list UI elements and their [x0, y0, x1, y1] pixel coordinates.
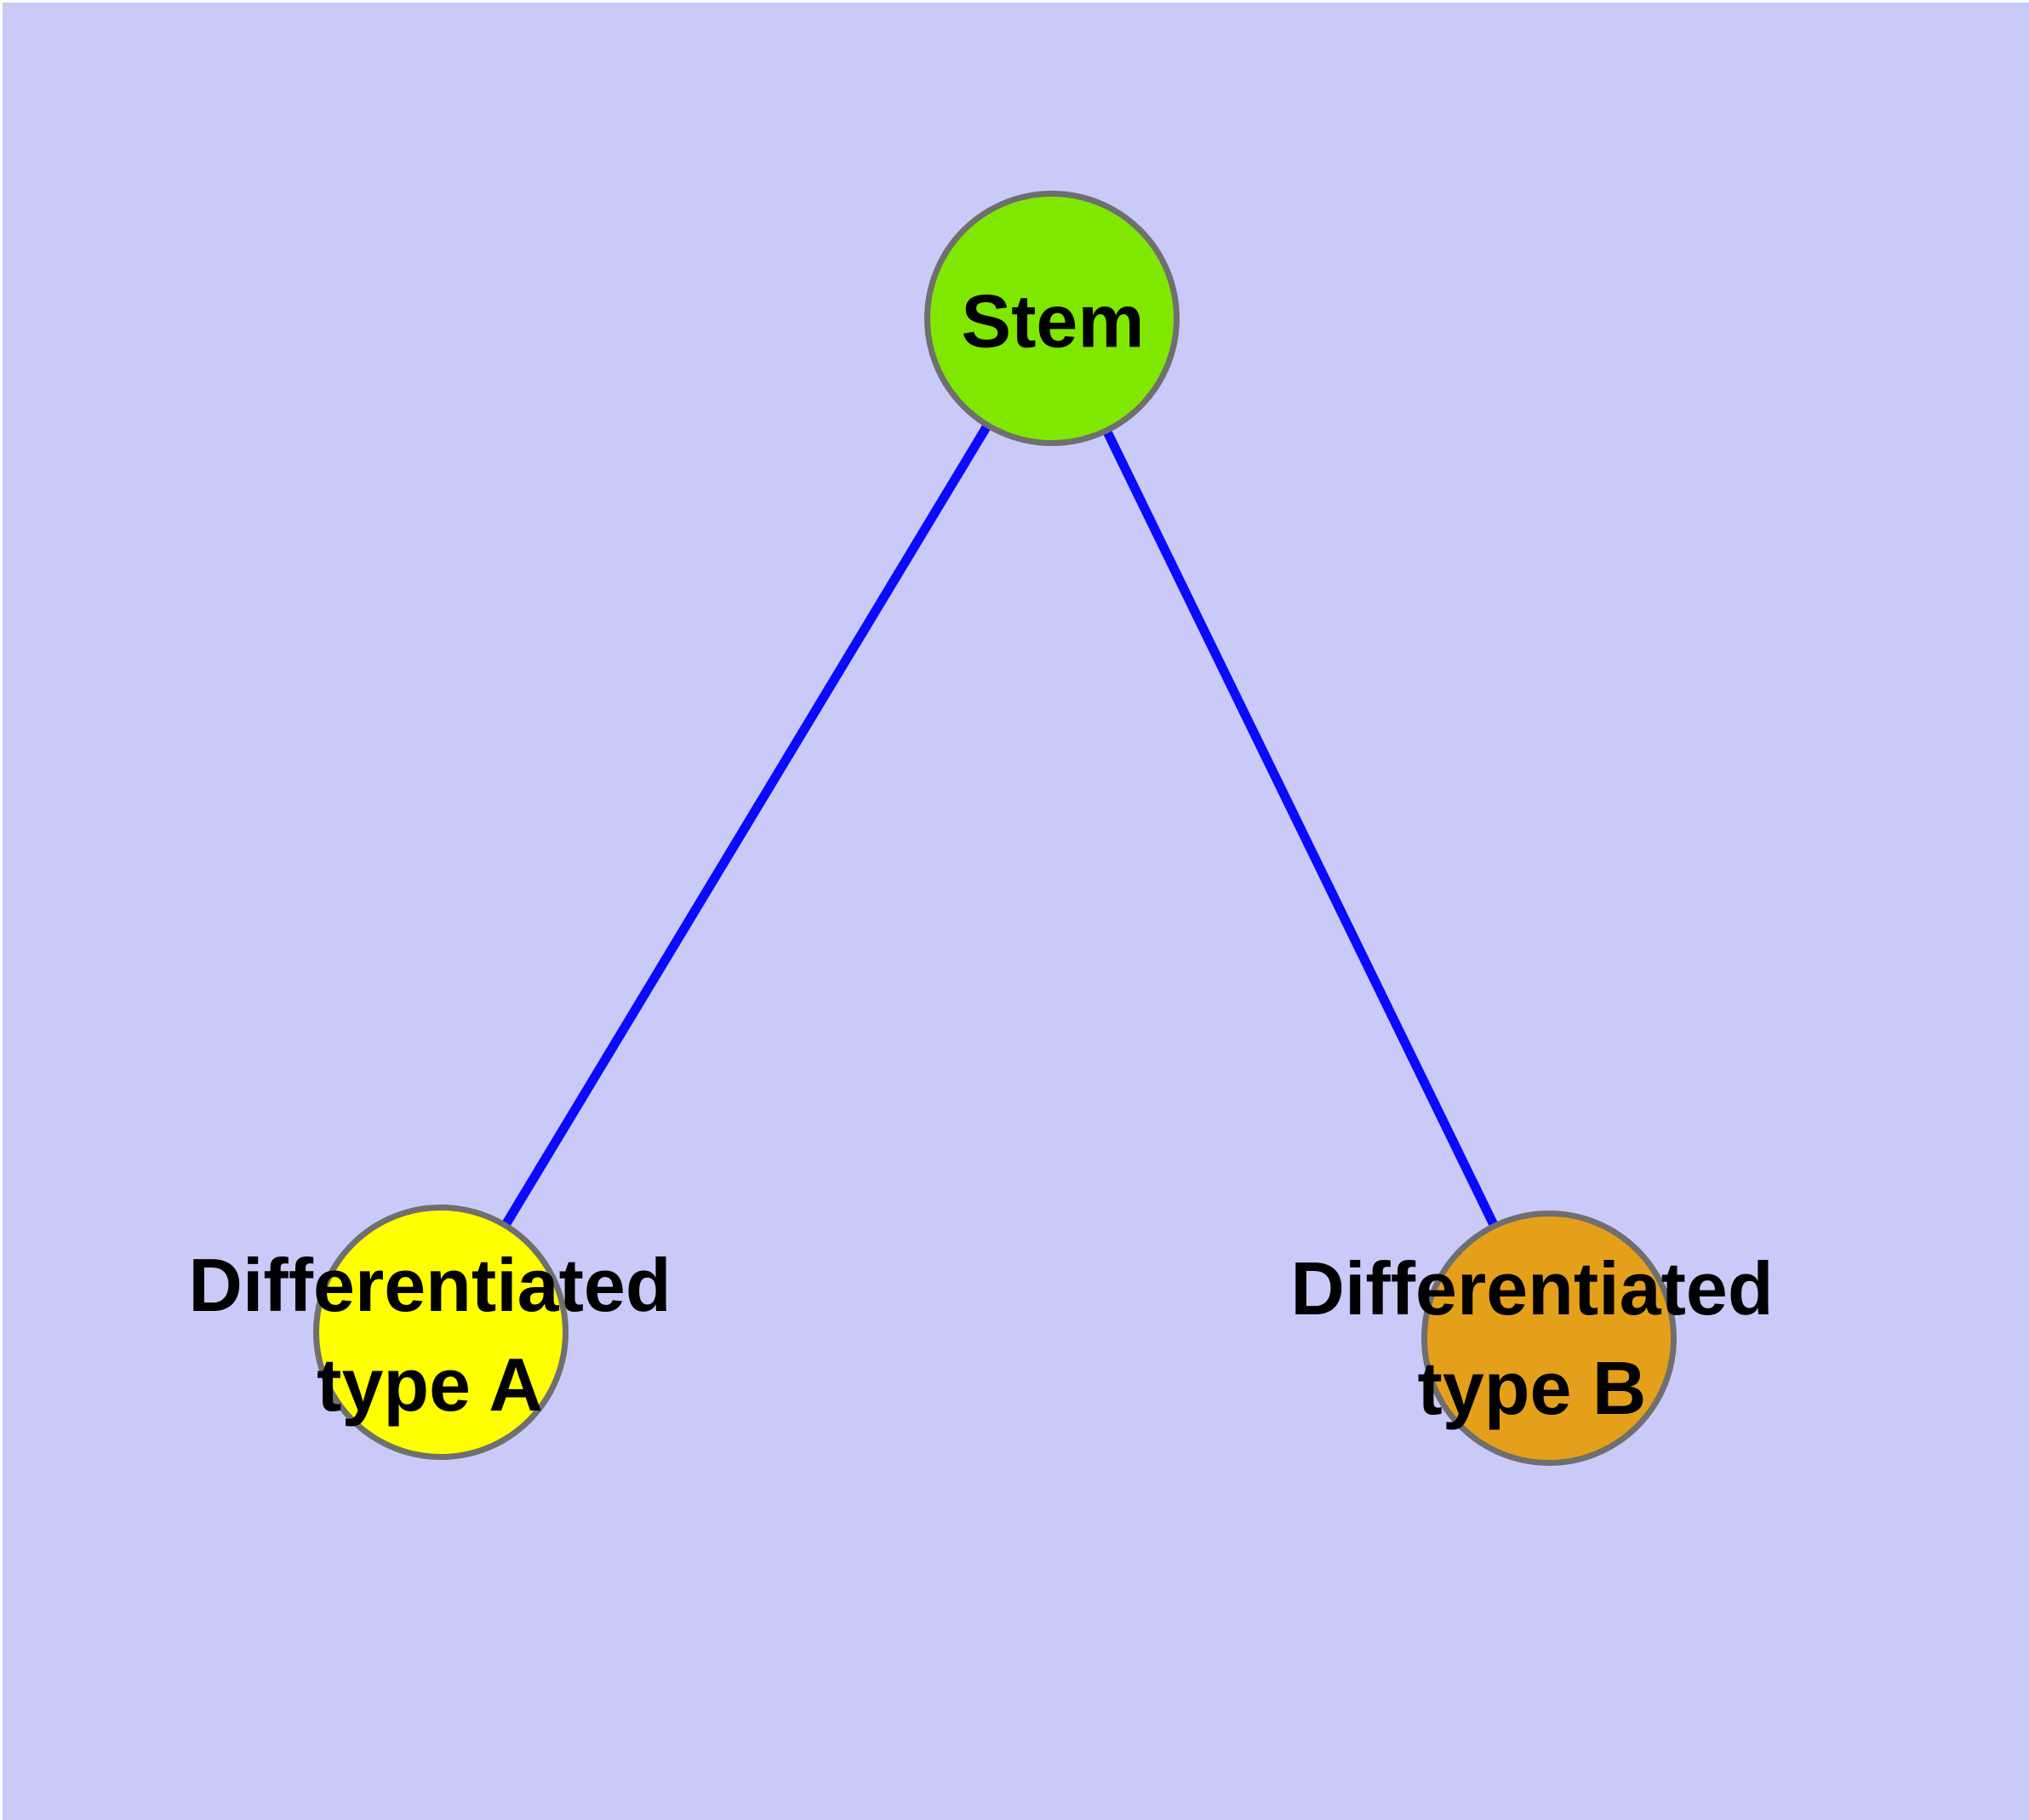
edge-stem-to-type-a [437, 316, 1056, 1335]
node-type-a-label-line2: type A [317, 1342, 543, 1427]
node-type-b-label: Differentiated type B [1290, 1239, 1773, 1438]
diagram-canvas: Stem Differentiated type A Differentiate… [3, 3, 2029, 1820]
edge-stem-to-type-b [1048, 316, 1553, 1341]
node-type-b-label-line1: Differentiated [1290, 1246, 1774, 1331]
node-type-a-label: Differentiated type A [188, 1235, 671, 1434]
node-stem [924, 191, 1180, 446]
node-differentiated-type-a [313, 1205, 569, 1460]
node-type-b-label-line2: type B [1417, 1346, 1647, 1430]
node-differentiated-type-b [1421, 1210, 1677, 1466]
node-stem-label: Stem [961, 278, 1145, 363]
node-type-a-label-line1: Differentiated [188, 1243, 672, 1327]
